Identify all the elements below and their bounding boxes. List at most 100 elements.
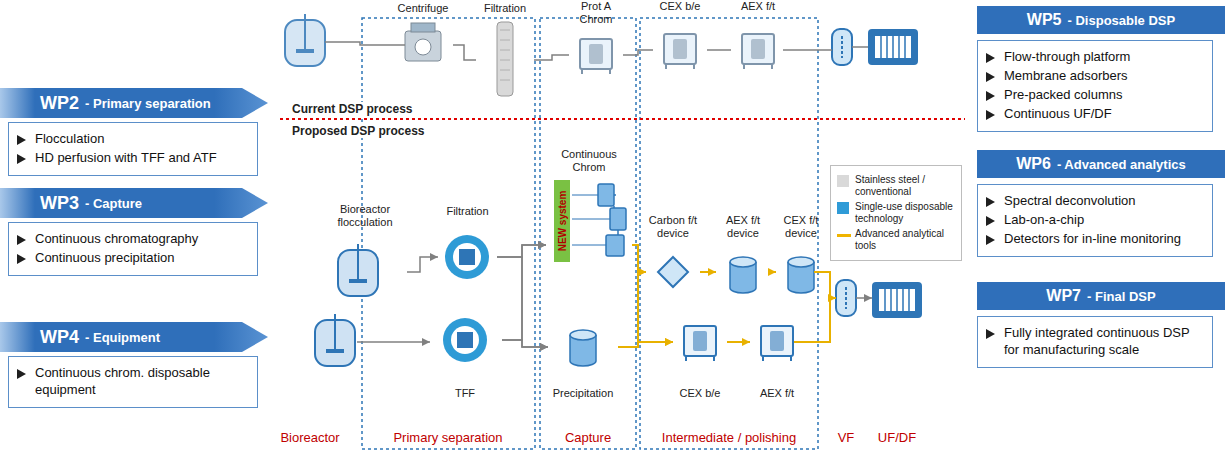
bullet-arrow bbox=[17, 369, 26, 379]
bullet-item: Flocculation bbox=[35, 131, 104, 148]
stage-label: Primary separation bbox=[391, 430, 504, 445]
flow-arrow bbox=[727, 341, 750, 343]
step-label: Filtration bbox=[438, 205, 497, 218]
bullet-arrow bbox=[986, 110, 995, 120]
flow-arrow bbox=[618, 272, 646, 347]
legend-text: Stainless steel / conventional bbox=[855, 174, 955, 198]
section-label: Proposed DSP process bbox=[290, 124, 427, 138]
bullet-arrow bbox=[17, 135, 26, 145]
bullet-item: Spectral deconvolution bbox=[1004, 193, 1136, 210]
bullet-item: Continuous precipitation bbox=[35, 250, 174, 267]
wp-title: - Primary separation bbox=[85, 96, 211, 111]
bullet-list-box: Continuous chrom. disposable equipment bbox=[8, 356, 258, 408]
wp-title: - Capture bbox=[85, 196, 142, 211]
bullet-arrow bbox=[986, 235, 995, 245]
legend-line-sample bbox=[837, 234, 851, 237]
wp-number: WP3 bbox=[40, 193, 79, 214]
stage-label: Bioreactor bbox=[278, 430, 341, 445]
bullet-arrow bbox=[986, 72, 995, 82]
bullet-item: Flow-through platform bbox=[1004, 49, 1130, 66]
step-label: CEX b/e bbox=[653, 0, 707, 13]
process-step: Filtration bbox=[438, 205, 497, 285]
step-label: Continuous Chrom bbox=[546, 148, 632, 173]
bullet-item: HD perfusion with TFF and ATF bbox=[35, 150, 217, 167]
step-label: Carbon f/t device bbox=[646, 214, 700, 239]
process-step: CEX b/e bbox=[653, 0, 707, 75]
flow-arrow bbox=[534, 55, 569, 60]
bullet-arrow bbox=[986, 197, 995, 207]
wp-title: - Advanced analytics bbox=[1057, 157, 1186, 172]
step-label: Bioreactor flocculation bbox=[323, 203, 407, 228]
flow-arrow bbox=[707, 49, 731, 51]
wp-number: WP4 bbox=[40, 327, 79, 348]
wp-banner: WP6- Advanced analytics bbox=[977, 150, 1225, 178]
bullet-item: Continuous chromatography bbox=[35, 231, 198, 248]
wp-title: - Final DSP bbox=[1087, 289, 1156, 304]
flow-arrow bbox=[770, 271, 776, 273]
step-label: AEX f/t device bbox=[716, 214, 770, 239]
wp-banner: WP2 - Primary separation bbox=[0, 88, 268, 118]
wp-banner: WP7 - Final DSP bbox=[977, 282, 1225, 310]
stage-label: Intermediate / polishing bbox=[660, 430, 798, 445]
process-step: AEX f/t bbox=[750, 316, 804, 400]
flow-arrow bbox=[502, 245, 546, 340]
flow-arrow bbox=[502, 340, 548, 347]
step-label: Precipitation bbox=[548, 387, 618, 400]
process-step: CEX b/e bbox=[673, 316, 727, 400]
bullet-list-box: Flow-through platformMembrane adsorbersP… bbox=[977, 40, 1213, 132]
legend-box: Stainless steel / conventionalSingle-use… bbox=[830, 165, 962, 261]
wp-number: WP5 bbox=[1027, 11, 1062, 29]
bullet-arrow bbox=[17, 254, 26, 264]
process-step: AEX f/t bbox=[731, 0, 785, 75]
step-label: AEX f/t bbox=[750, 387, 804, 400]
wp-banner: WP5 - Disposable DSP bbox=[977, 6, 1225, 34]
process-step: Filtration bbox=[476, 2, 534, 98]
bullet-item: Continuous chrom. disposable equipment bbox=[35, 365, 249, 399]
step-label: CEX b/e bbox=[673, 387, 727, 400]
process-step: Centrifuge bbox=[393, 2, 453, 80]
bullet-arrow bbox=[986, 216, 995, 226]
flow-arrow bbox=[407, 257, 438, 272]
bullet-list-box: Flocculation HD perfusion with TFF and AT… bbox=[8, 122, 258, 176]
flow-arrow bbox=[618, 342, 673, 347]
step-label: AEX f/t bbox=[731, 0, 785, 13]
bullet-arrow bbox=[986, 91, 995, 101]
bullet-list-box: Fully integrated continuous DSP for manu… bbox=[977, 316, 1213, 368]
step-label: TFF bbox=[428, 387, 502, 400]
process-step: AEX f/t device bbox=[716, 214, 770, 300]
flow-arrow bbox=[453, 45, 476, 60]
process-step: Bioreactor flocculation bbox=[323, 203, 407, 303]
section-label: Current DSP process bbox=[290, 102, 415, 116]
process-step: Carbon f/t device bbox=[646, 214, 700, 300]
process-step: TFF bbox=[428, 312, 502, 400]
bullet-list-box: Spectral deconvolutionLab-on-a-chipDetec… bbox=[977, 184, 1213, 257]
process-step: Continuous ChromNEW system bbox=[546, 148, 632, 270]
legend-swatch bbox=[837, 175, 849, 187]
wp-title: - Equipment bbox=[85, 330, 160, 345]
bullet-item: Detectors for in-line monitoring bbox=[1004, 231, 1181, 248]
stage-label: VF bbox=[836, 430, 857, 445]
bullet-list-box: Continuous chromatographyContinuous prec… bbox=[8, 222, 258, 276]
bullet-item: Continuous UF/DF bbox=[1004, 106, 1112, 123]
process-step: CEX f/t device bbox=[776, 214, 826, 300]
wp-number: WP2 bbox=[40, 93, 79, 114]
bullet-arrow bbox=[17, 235, 26, 245]
bullet-arrow bbox=[986, 53, 995, 63]
step-label: Filtration bbox=[476, 2, 534, 15]
wp-title: - Disposable DSP bbox=[1068, 13, 1176, 28]
step-label: Centrifuge bbox=[393, 2, 453, 15]
legend-text: Single-use disposable technology bbox=[855, 201, 955, 225]
bullet-arrow bbox=[17, 154, 26, 164]
process-step: Precipitation bbox=[548, 318, 618, 400]
wp-number: WP7 bbox=[1046, 287, 1081, 305]
flow-arrow bbox=[623, 50, 653, 55]
legend-text: Advanced analytical tools bbox=[855, 228, 955, 252]
step-label: CEX f/t device bbox=[776, 214, 826, 239]
bullet-item: Fully integrated continuous DSP for manu… bbox=[1004, 325, 1204, 359]
stage-label: UF/DF bbox=[876, 430, 918, 445]
bullet-item: Membrane adsorbers bbox=[1004, 68, 1128, 85]
step-label: Prot A Chrom bbox=[569, 0, 623, 25]
wp-banner: WP3 - Capture bbox=[0, 188, 268, 218]
legend-swatch bbox=[837, 202, 849, 214]
bullet-arrow bbox=[986, 329, 995, 339]
